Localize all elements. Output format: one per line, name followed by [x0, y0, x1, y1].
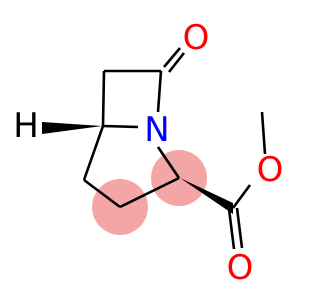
bond-c8-o-double-b	[235, 207, 244, 249]
wedge-bond-c2-c8	[180, 178, 233, 214]
bond-o-methyl	[260, 111, 267, 155]
bond-c7-n1	[156, 70, 163, 113]
bond-c6-c5	[101, 70, 106, 127]
oxygen-ester-carbonyl-label: O	[227, 248, 254, 288]
bond-c3-c4	[83, 178, 121, 209]
hydrogen-label: H	[13, 106, 39, 146]
bond-c7-o-double-a	[163, 47, 181, 68]
molecule-structure-diagram: O H N O O	[13, 18, 284, 288]
wedge-bond-c5-h	[42, 122, 102, 134]
oxygen-ester-single-label: O	[257, 150, 284, 190]
bond-c5-c3	[82, 125, 105, 181]
bond-c8-o-single	[231, 184, 252, 209]
bond-c8-o-double-a	[227, 208, 236, 250]
nitrogen-label: N	[144, 110, 169, 150]
bond-c5-n1	[102, 124, 139, 129]
bond-c2-n1	[156, 146, 181, 179]
bond-c4-c2	[119, 176, 180, 209]
oxygen-ketone-label: O	[183, 18, 210, 58]
bond-c7-o-double-b	[167, 52, 186, 73]
